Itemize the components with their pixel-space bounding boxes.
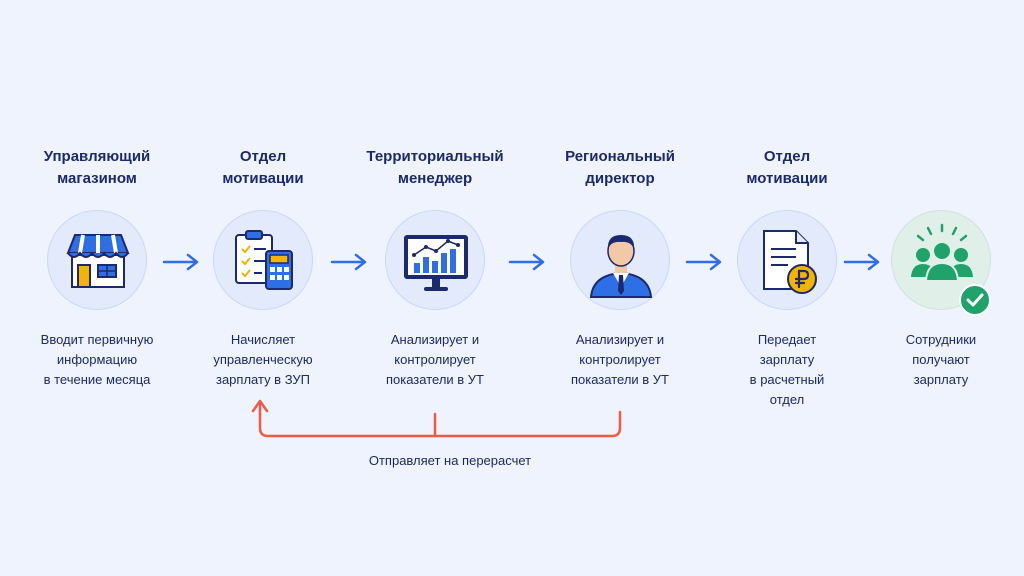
stage-description: Анализирует и контролирует показатели в …: [385, 332, 484, 387]
stage-description: Вводит первичную информацию в течение ме…: [40, 332, 154, 387]
stage-title: Управляющий магазином: [43, 148, 151, 187]
document-ruble-icon: [737, 210, 837, 310]
stage-description: Сотрудники получают зарплату: [905, 332, 977, 387]
team-check-icon: [891, 210, 991, 310]
arrow-right-icon: [330, 253, 367, 271]
arrow-right-icon: [843, 253, 880, 271]
stage-description: Начисляет управленческую зарплату в ЗУП: [213, 332, 313, 387]
stage-description: Анализирует и контролирует показатели в …: [570, 332, 669, 387]
clipboard-calculator-icon: [213, 210, 313, 310]
stage-title: Территориальный менеджер: [366, 148, 504, 187]
arrow-right-icon: [508, 253, 545, 271]
check-badge-icon: [959, 284, 991, 316]
stage-description: Передает зарплату в расчетный отдел: [749, 332, 825, 407]
stage-title: Отдел мотивации: [222, 148, 304, 187]
stage-title: Региональный директор: [565, 148, 675, 187]
businessman-icon: [570, 210, 670, 310]
store-icon: [47, 210, 147, 310]
monitor-chart-icon: [385, 210, 485, 310]
stage-title: Отдел мотивации: [746, 148, 828, 187]
recalculation-label: Отправляет на перерасчет: [368, 453, 532, 468]
arrow-right-icon: [162, 253, 199, 271]
arrow-right-icon: [685, 253, 722, 271]
